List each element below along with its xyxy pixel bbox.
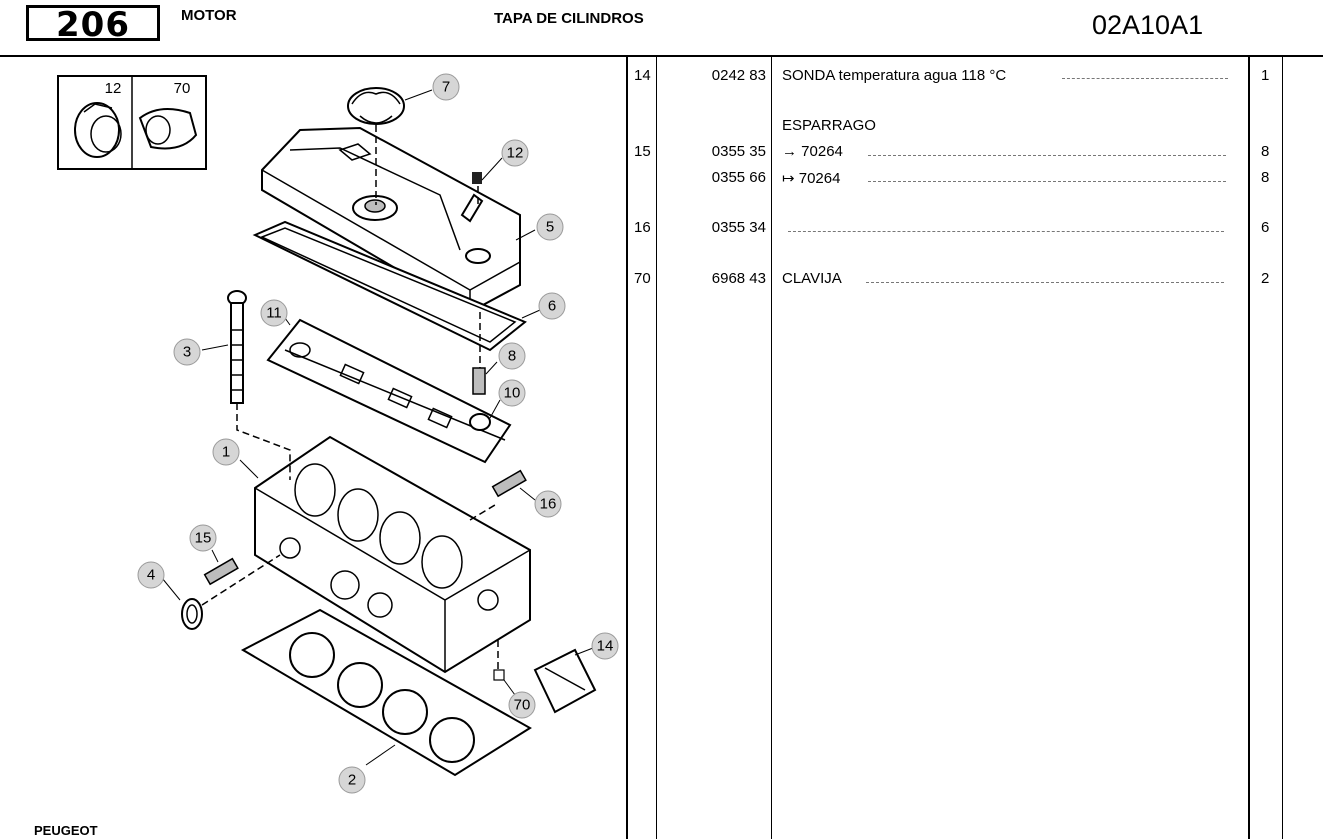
callout-7: 7 [432, 73, 460, 101]
svg-text:8: 8 [508, 348, 516, 365]
row-description: ESPARRAGO [782, 117, 876, 134]
callout-layer: 7 12 5 6 11 3 8 10 1 16 15 4 14 70 2 [137, 73, 619, 794]
callout-12: 12 [501, 139, 529, 167]
row-qty: 1 [1261, 67, 1270, 84]
row-description: → 70264 [782, 143, 843, 160]
part-stud-15 [203, 557, 239, 586]
row-ref: 14 [634, 67, 651, 84]
svg-text:11: 11 [266, 305, 282, 322]
inset-label-70: 70 [174, 80, 191, 97]
callout-11: 11 [260, 299, 288, 327]
row-part-number: 0242 83 [711, 67, 766, 84]
page-code: 02A10A1 [1092, 10, 1204, 40]
inset-box: 12 70 [57, 75, 207, 170]
callout-5: 5 [536, 213, 564, 241]
leader-dots [866, 282, 1224, 283]
part-baffle [266, 318, 512, 464]
section-label: MOTOR [181, 7, 237, 24]
callout-14: 14 [591, 632, 619, 660]
row-description: SONDA temperatura agua 118 °C [782, 67, 1007, 84]
svg-text:2: 2 [348, 772, 356, 789]
model-badge: 206 [26, 5, 160, 45]
row-qty: 8 [1261, 169, 1270, 186]
row-part-number: 0355 34 [711, 219, 766, 236]
svg-text:15: 15 [195, 530, 212, 547]
callout-2: 2 [338, 766, 366, 794]
svg-text:14: 14 [597, 638, 614, 655]
callout-16: 16 [534, 490, 562, 518]
table-col-rule [771, 57, 772, 839]
exploded-diagram: 12 70 [57, 75, 597, 777]
leader-dots [788, 231, 1224, 232]
table-col-rule [1248, 57, 1250, 839]
part-cover-gasket [252, 220, 527, 352]
callout-8: 8 [498, 342, 526, 370]
part-head-gasket [240, 608, 532, 777]
part-stud-8 [472, 367, 486, 395]
part-stud-16 [491, 469, 527, 498]
part-temp-sensor [533, 648, 597, 714]
page-header: 206 MOTOR TAPA DE CILINDROS 02A10A1 [0, 0, 1323, 56]
callout-15: 15 [189, 524, 217, 552]
leader-dots [868, 181, 1226, 182]
row-part-number: 0355 66 [711, 169, 766, 186]
table-col-rule [1282, 57, 1283, 839]
callout-1: 1 [212, 438, 240, 466]
row-part-number: 6968 43 [711, 270, 766, 287]
row-description: ↦ 70264 [782, 170, 841, 187]
svg-text:1: 1 [222, 444, 230, 461]
callout-3: 3 [173, 338, 201, 366]
inset-label-12: 12 [105, 80, 122, 97]
row-qty: 2 [1261, 270, 1270, 287]
svg-text:6: 6 [548, 298, 556, 315]
page-title: TAPA DE CILINDROS [494, 10, 644, 27]
part-clip-70 [493, 669, 505, 681]
callout-6: 6 [538, 292, 566, 320]
model-label: 206 [56, 5, 130, 45]
part-cylinder-head [254, 435, 531, 674]
header-divider [0, 55, 1323, 57]
row-description: CLAVIJA [782, 270, 842, 287]
svg-text:16: 16 [540, 496, 557, 513]
callout-4: 4 [137, 561, 165, 589]
svg-text:4: 4 [147, 567, 155, 584]
part-head-bolt [227, 290, 247, 404]
row-qty: 8 [1261, 143, 1270, 160]
row-ref: 70 [634, 270, 651, 287]
brand-footer: PEUGEOT [34, 823, 98, 838]
svg-text:12: 12 [507, 145, 524, 162]
table-col-rule [626, 57, 628, 839]
leader-dots [868, 155, 1226, 156]
callout-10: 10 [498, 379, 526, 407]
table-col-rule [656, 57, 657, 839]
row-ref: 15 [634, 143, 651, 160]
svg-text:3: 3 [183, 344, 191, 361]
row-qty: 6 [1261, 219, 1270, 236]
row-ref: 16 [634, 219, 651, 236]
part-oil-cap [347, 87, 405, 125]
callout-70: 70 [508, 691, 536, 719]
svg-text:5: 5 [546, 219, 554, 236]
row-part-number: 0355 35 [711, 143, 766, 160]
part-nut-10 [469, 413, 491, 431]
svg-text:10: 10 [504, 385, 521, 402]
part-ring-4 [181, 598, 203, 630]
svg-text:7: 7 [442, 79, 450, 96]
svg-text:70: 70 [514, 697, 531, 714]
leader-dots [1062, 78, 1228, 79]
part-rocker-cover [261, 126, 521, 314]
